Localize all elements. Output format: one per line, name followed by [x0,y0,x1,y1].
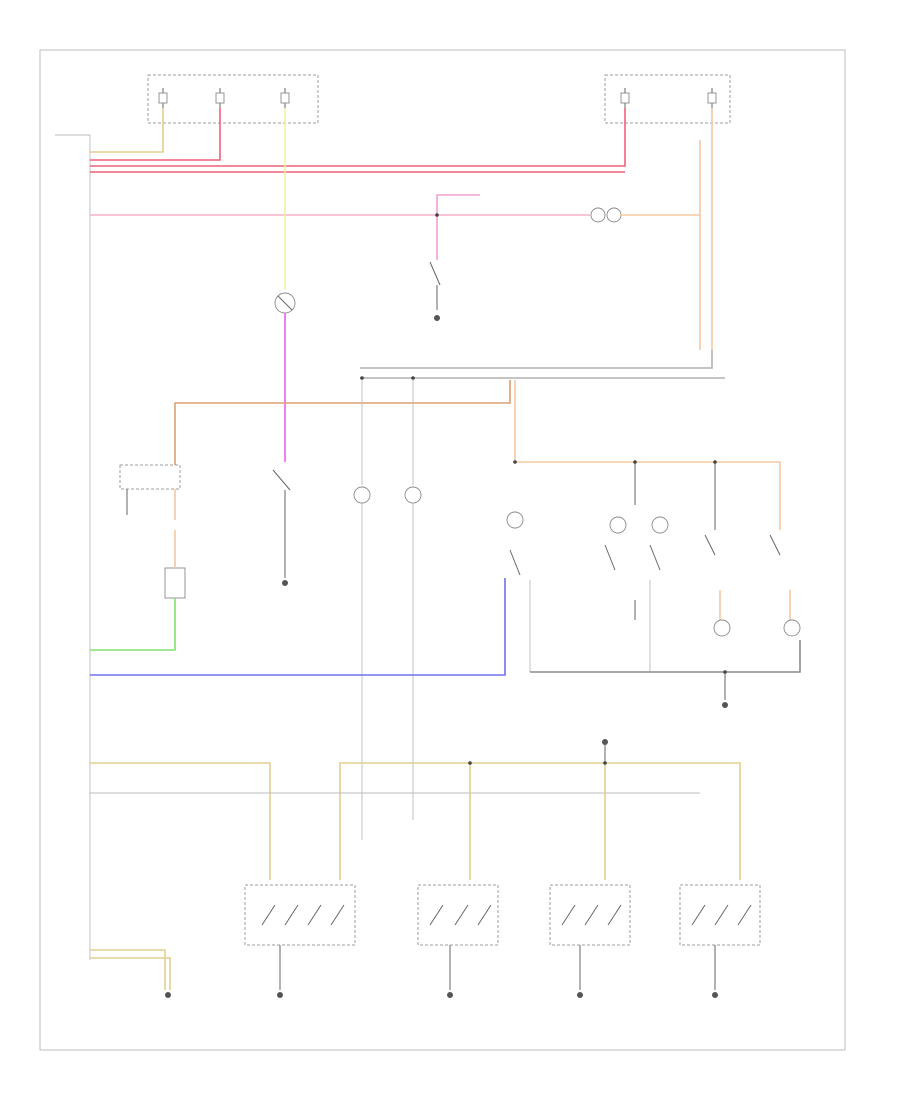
diagram-frame [39,49,846,1051]
wire-green [90,598,176,651]
left-map-lamp [353,380,371,840]
dome-lamp [506,511,524,576]
switch-box-2 [417,884,499,998]
wire-tan-bottom-left-1 [90,949,166,990]
fuse-right-2 [707,88,717,108]
switch-box-4 [679,884,761,998]
wire-gray-bottom-right [530,640,801,673]
fuse-box-left [147,74,319,124]
door-courtesy-switch-box [119,464,181,490]
wire-tan-top [90,108,164,153]
ground-right [722,702,728,708]
wire-red-1 [90,108,221,161]
wire-tan-bottom-left-2 [90,957,171,990]
wire-orange [174,380,511,470]
glove-box-switch [272,469,291,586]
wire-blue [90,578,506,676]
trunk-lamp-switch [429,261,441,321]
wire-red-2 [90,108,626,167]
wire-pink-trunk [436,194,480,215]
switch-box-1 [244,884,356,998]
trunk-lamp [590,207,622,223]
ignition-key-lamp [164,567,186,599]
vanity-lamp-right [649,516,669,672]
fuse-right-1 [620,88,630,108]
right-front-door-switch [769,534,801,637]
left-front-door-switch [704,462,731,637]
wire-gray-bus [360,350,713,369]
fuse-left-1 [158,88,168,108]
fuse-left-3 [280,88,290,108]
right-map-lamp [404,380,422,820]
wire-tan-bus [339,762,741,880]
fuse-left-2 [215,88,225,108]
junction-dots [360,213,727,765]
vanity-lamp-left [604,462,636,620]
wire-peach-dome-bus [515,461,781,530]
ground-top [602,739,608,745]
switch-box-3 [549,884,631,998]
glove-box-lamp [274,292,296,314]
ground-bottom-left [165,992,171,998]
wire-tan-bottom [90,762,271,880]
